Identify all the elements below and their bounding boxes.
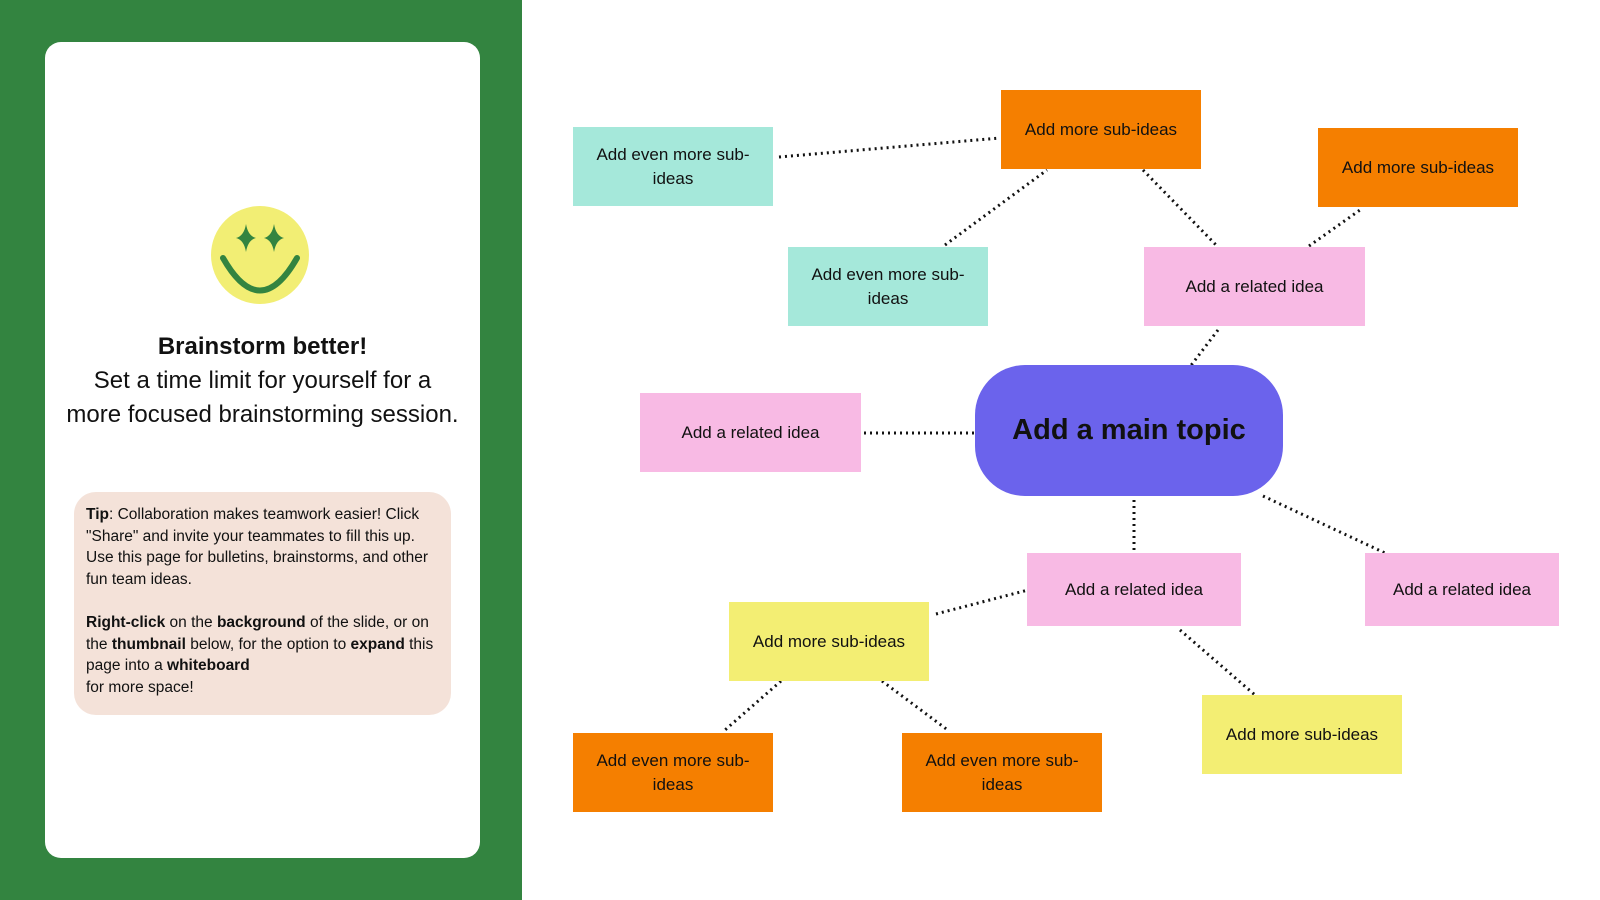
info-card: Brainstorm better! Set a time limit for … bbox=[45, 42, 480, 858]
mindmap-main-topic[interactable]: Add a main topic bbox=[975, 365, 1283, 496]
mindmap-node-sub-idea[interactable]: Add more sub-ideas bbox=[729, 602, 929, 681]
tip-bold-expand: expand bbox=[350, 635, 405, 653]
connector-line bbox=[778, 136, 1001, 159]
smiley-sparkle-icon bbox=[211, 206, 309, 304]
mindmap-node-sub-idea[interactable]: Add more sub-ideas bbox=[1001, 90, 1201, 169]
tip-bold-thumbnail: thumbnail bbox=[111, 635, 186, 653]
mindmap-node-related-idea[interactable]: Add a related idea bbox=[1144, 247, 1365, 326]
tip-text-segment: below, for the option to bbox=[185, 635, 351, 653]
card-body-text: Set a time limit for yourself for a more… bbox=[66, 367, 459, 428]
connector-line bbox=[1187, 329, 1220, 369]
mindmap-node-sub-idea[interactable]: Add even more sub-ideas bbox=[788, 247, 988, 326]
mindmap-node-related-idea[interactable]: Add a related idea bbox=[640, 393, 861, 472]
mindmap-node-sub-idea[interactable]: Add even more sub-ideas bbox=[902, 733, 1102, 812]
connector-line bbox=[1179, 628, 1256, 697]
mindmap-node-sub-idea[interactable]: Add more sub-ideas bbox=[1202, 695, 1402, 774]
sidebar-panel: Brainstorm better! Set a time limit for … bbox=[0, 0, 522, 900]
tip-bold-right-click: Right-click bbox=[86, 613, 166, 631]
mindmap-node-sub-idea[interactable]: Add even more sub-ideas bbox=[573, 733, 773, 812]
tip-instructions: Right-click on the background of the sli… bbox=[86, 612, 439, 698]
tip-text-segment: of the slide, or on the bbox=[86, 613, 429, 653]
mindmap-node-sub-idea[interactable]: Add even more sub-ideas bbox=[573, 127, 773, 206]
connector-line bbox=[724, 679, 782, 732]
tip-text-segment: this page into a bbox=[86, 635, 434, 675]
mindmap-node-sub-idea[interactable]: Add more sub-ideas bbox=[1318, 128, 1518, 207]
connector-line bbox=[1141, 168, 1219, 248]
tip-text: : Collaboration makes teamwork easier! C… bbox=[86, 506, 429, 588]
tip-bold-background: background bbox=[216, 613, 306, 631]
connector-line bbox=[1308, 208, 1361, 248]
connector-line bbox=[1262, 494, 1386, 555]
mindmap-node-related-idea[interactable]: Add a related idea bbox=[1027, 553, 1241, 626]
connector-line bbox=[935, 588, 1029, 616]
tip-paragraph: Tip: Collaboration makes teamwork easier… bbox=[86, 504, 439, 590]
tip-text-segment: for more space! bbox=[86, 678, 194, 696]
connector-line bbox=[944, 168, 1048, 247]
card-title: Brainstorm better! bbox=[157, 333, 368, 360]
mindmap-node-related-idea[interactable]: Add a related idea bbox=[1365, 553, 1559, 626]
tip-text-segment: on the bbox=[165, 613, 217, 631]
tip-bold-whiteboard: whiteboard bbox=[167, 657, 250, 675]
tip-box: Tip: Collaboration makes teamwork easier… bbox=[74, 492, 451, 715]
tip-label: Tip bbox=[86, 506, 109, 523]
connector-line bbox=[881, 679, 950, 733]
